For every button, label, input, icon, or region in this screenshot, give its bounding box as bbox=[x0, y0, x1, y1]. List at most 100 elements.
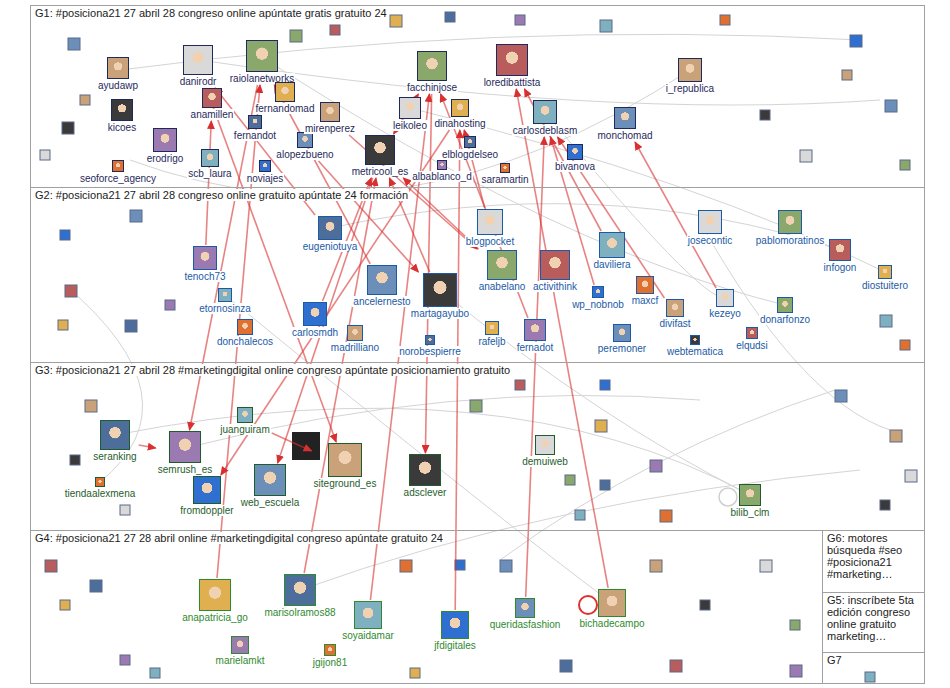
avatar-image bbox=[535, 435, 555, 455]
avatar-image bbox=[111, 99, 133, 121]
user-label: demuiweb bbox=[521, 456, 569, 467]
avatar-image bbox=[698, 210, 722, 234]
user-node: kicoes bbox=[107, 99, 137, 133]
user-node: web_escuela bbox=[240, 464, 300, 508]
avatar-image bbox=[254, 464, 286, 496]
avatar-thumbnail bbox=[125, 320, 137, 332]
user-label: ancelernesto bbox=[352, 296, 411, 307]
avatar-image bbox=[320, 102, 340, 122]
background-link bbox=[330, 204, 840, 250]
background-link bbox=[130, 70, 690, 194]
user-label: queridasfashion bbox=[489, 619, 562, 630]
mention-connector bbox=[278, 178, 373, 463]
user-label: anapatricia_go bbox=[181, 612, 249, 623]
avatar-image bbox=[100, 420, 130, 450]
avatar-image bbox=[347, 325, 363, 341]
user-node: albablanco_d bbox=[411, 160, 473, 182]
user-label: carlosdeblasm bbox=[512, 125, 578, 136]
avatar-thumbnail bbox=[120, 505, 130, 515]
avatar-thumbnail bbox=[470, 400, 482, 412]
avatar-thumbnail bbox=[120, 655, 130, 665]
user-node: webtematica bbox=[666, 335, 724, 357]
avatar-thumbnail bbox=[600, 480, 610, 490]
avatar-image bbox=[259, 160, 271, 172]
user-node: soyaidamar bbox=[341, 601, 395, 641]
avatar-image bbox=[199, 579, 231, 611]
avatar-image bbox=[690, 335, 700, 345]
avatar-thumbnail bbox=[650, 560, 662, 572]
user-label: fernandomad bbox=[255, 103, 316, 114]
avatar-image bbox=[112, 160, 124, 172]
user-label: kicoes bbox=[107, 122, 137, 133]
mention-connector bbox=[206, 121, 211, 245]
user-node: donarfonzo bbox=[759, 297, 811, 325]
avatar-thumbnail bbox=[650, 460, 662, 472]
avatar-image bbox=[237, 407, 253, 423]
user-label: web_escuela bbox=[240, 497, 300, 508]
avatar-thumbnail bbox=[670, 660, 682, 672]
user-node: ayudawp bbox=[97, 57, 139, 91]
avatar-image bbox=[666, 299, 684, 317]
avatar-thumbnail bbox=[900, 160, 910, 170]
user-node: rafeljb bbox=[477, 321, 506, 347]
group-heading: G3: #posiciona21 27 abril 28 #marketingd… bbox=[34, 364, 511, 376]
user-node: raiolanetworks bbox=[229, 40, 295, 84]
user-node: marielamkt bbox=[215, 636, 266, 666]
user-label: bivanova bbox=[554, 161, 596, 172]
avatar-image bbox=[515, 598, 535, 618]
user-node: elblogdelseo bbox=[441, 136, 499, 160]
user-label: ayudawp bbox=[97, 80, 139, 91]
user-label: danirodr bbox=[179, 76, 218, 87]
user-label: infogon bbox=[823, 262, 858, 273]
user-label: donchalecos bbox=[216, 336, 274, 347]
avatar-thumbnail bbox=[80, 95, 90, 105]
group-heading: G5: inscríbete 5ta edición congreso onli… bbox=[826, 594, 921, 642]
avatar-image bbox=[169, 431, 201, 463]
group-panel: G2: #posiciona21 27 abril 28 congreso on… bbox=[30, 187, 925, 363]
user-node: dinahosting bbox=[433, 99, 486, 129]
avatar-image bbox=[540, 250, 570, 280]
user-node: ancelernesto bbox=[352, 265, 411, 307]
user-node: diostuitero bbox=[861, 265, 909, 291]
mention-connector bbox=[526, 137, 545, 597]
group-panel: G7 bbox=[822, 652, 925, 684]
avatar-image bbox=[193, 476, 221, 504]
avatar-thumbnail bbox=[390, 15, 402, 27]
user-label: bichadecampo bbox=[578, 618, 645, 629]
user-label: seranking bbox=[92, 451, 137, 462]
avatar-thumbnail bbox=[565, 475, 575, 485]
user-node: tenoch73 bbox=[183, 246, 226, 282]
avatar-image bbox=[778, 210, 802, 234]
user-node: fernadot bbox=[516, 319, 555, 353]
user-node: bilib_clm bbox=[730, 484, 771, 518]
user-node: fromdoppler bbox=[179, 476, 234, 516]
user-node: martagayubo bbox=[410, 273, 470, 319]
avatar-image bbox=[636, 276, 654, 294]
avatar-thumbnail bbox=[290, 30, 302, 42]
user-node: carlosmdh bbox=[291, 302, 339, 338]
user-node: wp_nobnob bbox=[571, 286, 625, 310]
user-node: seranking bbox=[92, 420, 137, 462]
avatar-image bbox=[598, 589, 626, 617]
avatar-image bbox=[477, 209, 503, 235]
avatar-image bbox=[417, 51, 447, 81]
mention-connector bbox=[516, 89, 608, 588]
avatar-image bbox=[275, 82, 295, 102]
user-label: marisolramos88 bbox=[263, 607, 336, 618]
avatar-image bbox=[367, 265, 397, 295]
user-label: seoforce_agency bbox=[79, 173, 157, 184]
user-node: semrush_es bbox=[157, 431, 213, 475]
avatar-image bbox=[399, 97, 421, 119]
user-label: adsclever bbox=[403, 487, 448, 498]
avatar-thumbnail bbox=[500, 560, 512, 572]
avatar-image bbox=[202, 88, 222, 108]
avatar-image bbox=[878, 265, 892, 279]
user-label: noviajes bbox=[246, 173, 285, 184]
group-panel: G3: #posiciona21 27 abril 28 #marketingd… bbox=[30, 362, 925, 531]
avatar-thumbnail bbox=[850, 35, 862, 47]
user-node: i_republica bbox=[665, 58, 715, 94]
user-node: elqudsi bbox=[735, 327, 769, 351]
user-label: albablanco_d bbox=[411, 171, 473, 182]
avatar-thumbnail bbox=[150, 668, 160, 678]
user-label: jfdigitales bbox=[433, 640, 477, 651]
